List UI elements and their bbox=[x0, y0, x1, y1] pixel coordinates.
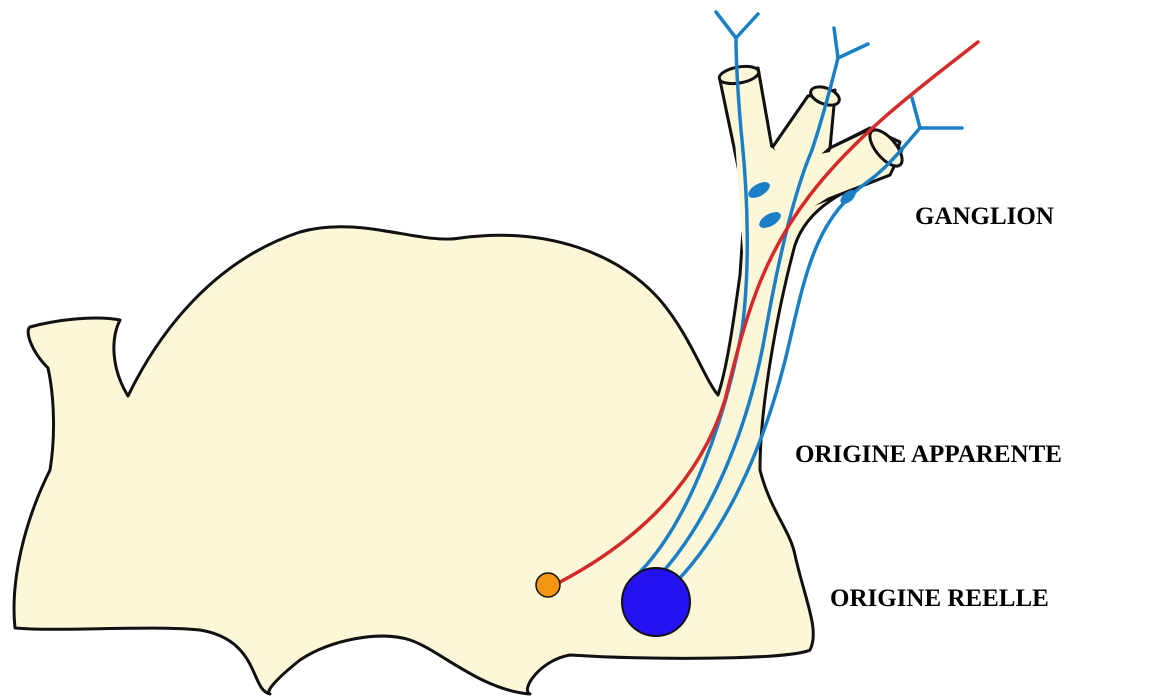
label-ganglion: GANGLION bbox=[915, 203, 1054, 230]
real-origin-nucleus bbox=[622, 568, 690, 636]
label-origine-apparente: ORIGINE APPARENTE bbox=[795, 441, 1062, 468]
small-neuron bbox=[536, 573, 560, 597]
terminal-1 bbox=[716, 12, 758, 38]
terminal-2 bbox=[834, 28, 868, 58]
label-origine-reelle: ORIGINE REELLE bbox=[830, 585, 1049, 612]
terminal-3 bbox=[912, 98, 962, 128]
